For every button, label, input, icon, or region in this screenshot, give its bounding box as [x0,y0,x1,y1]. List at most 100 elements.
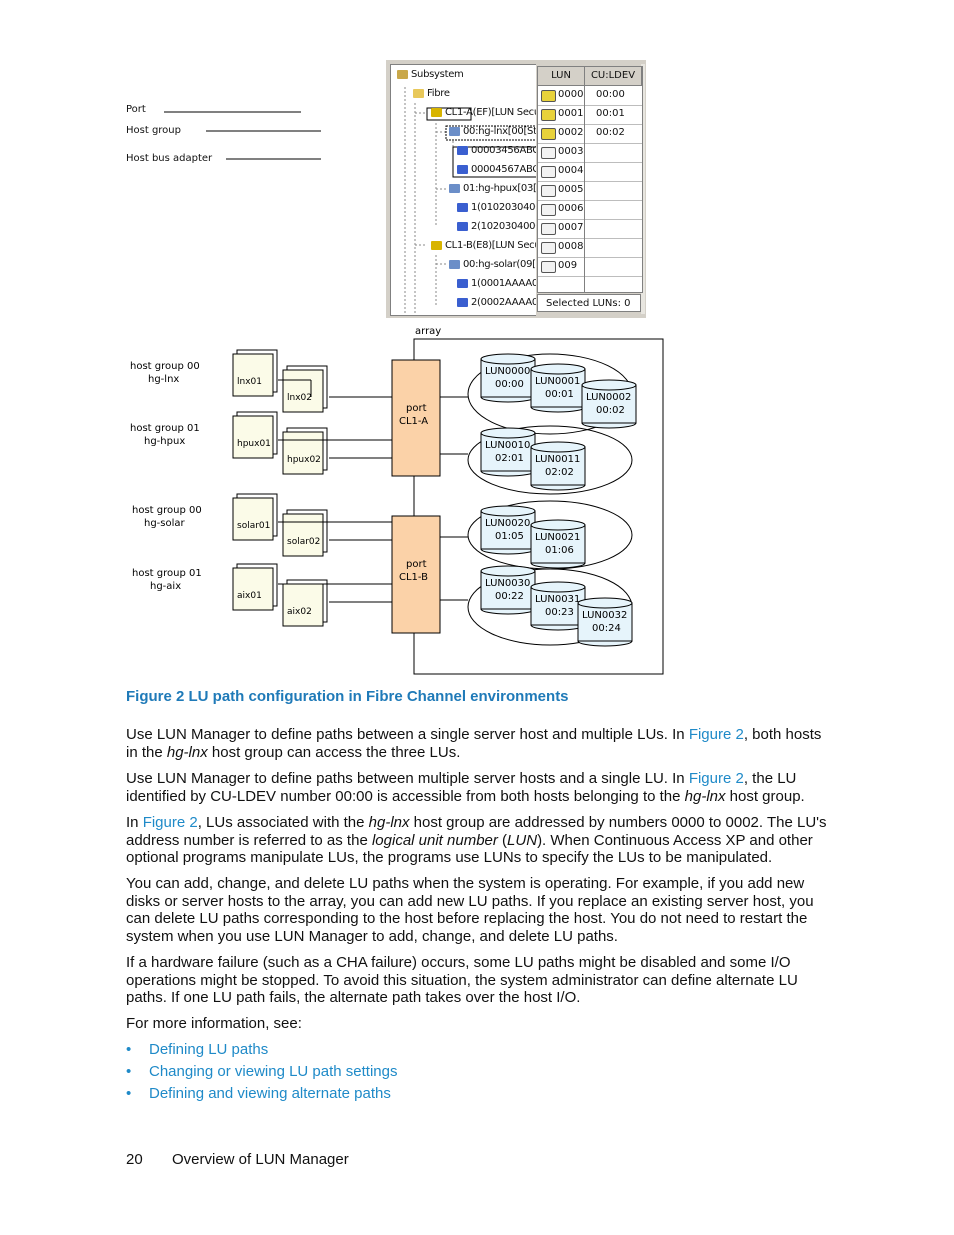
server-host: solar02 [282,509,328,557]
lun-name: LUN0032 [582,610,627,621]
lun-row[interactable]: 0005 [538,181,642,201]
tree-node[interactable]: 00004567ABCD2345) [457,164,575,175]
lun-number: 0007 [558,222,584,233]
tree-node[interactable]: Subsystem [397,69,464,80]
tree-node[interactable]: 00003456ABCD1234) [457,145,575,156]
lun-ldev: 00:02 [596,405,625,416]
paragraph-4: You can add, change, and delete LU paths… [126,875,814,945]
port-name: CL1-A [399,416,428,427]
host-group-name: hg-hpux [144,436,185,447]
tree-node-label: Fibre [427,88,450,99]
lun-row[interactable]: 0008 [538,238,642,258]
tree-node[interactable]: 2(0002AAAA00000000) [457,297,584,308]
server-host: lnx02 [282,365,328,413]
lun-ldev: 00:00 [495,379,524,390]
lun-number: 0005 [558,184,584,195]
tree-node-label: Subsystem [411,69,464,80]
host-group-icon [449,259,460,269]
tree-node[interactable]: CL1-A(EF)[LUN Security:Enable] Targ [431,107,616,118]
lun-ldev: 01:05 [495,531,524,542]
tree-node-label: 00004567ABCD2345) [471,164,575,175]
tree-node[interactable]: 01:hg-hpux[03[HP]] [449,183,557,194]
lun-number: 0001 [558,108,584,119]
lun-icon [541,204,556,216]
hba-icon [457,278,468,288]
lun-name: LUN0021 [535,532,580,543]
bullet-link[interactable]: •Defining and viewing alternate paths [126,1085,391,1102]
figure-caption: Figure 2 LU path configuration in Fibre … [126,688,569,705]
tree-node[interactable]: 00:hg-solar(09[Solaris]] [449,259,575,270]
host-group-name: hg-aix [150,581,181,592]
bullet-link[interactable]: •Defining LU paths [126,1041,269,1058]
lun-row[interactable]: 0007 [538,219,642,239]
lun-disk: LUN0002 00:02 [581,379,637,429]
lun-row[interactable]: 0004 [538,162,642,182]
lun-row[interactable]: 009 [538,257,642,277]
host-name: hpux01 [237,439,271,449]
culdev-value: 00:02 [596,127,625,138]
lun-number: 0004 [558,165,584,176]
lun-name: LUN0001 [535,376,580,387]
lun-assigned-icon [541,109,556,121]
hba-icon [457,145,468,155]
tree-node-label: 01:hg-hpux[03[HP]] [463,183,557,194]
callout-hba: Host bus adapter [126,153,213,164]
lun-disk: LUN0021 01:06 [530,519,586,569]
host-name: solar01 [237,521,270,531]
lun-name: LUN0000 [485,366,530,377]
port-icon [431,240,442,250]
host-name: lnx02 [287,393,312,403]
lun-name: LUN0002 [586,392,631,403]
tree-node[interactable]: 00:hg-lnx[00[Standard]] [449,126,578,137]
lun-name: LUN0010 [485,440,530,451]
lun-ldev: 02:01 [495,453,524,464]
tree-node-label: CL1-A(EF)[LUN Security:Enable] Targ [445,107,617,118]
lun-icon [541,166,556,178]
lun-ldev: 01:06 [545,545,574,556]
lun-name: LUN0020 [485,518,530,529]
subsystem-icon [397,69,408,79]
tree-node-label: 1(0102030400000000) [471,202,582,213]
lun-row[interactable]: 0003 [538,143,642,163]
lun-disk: LUN0000 00:00 [480,353,536,403]
lun-row[interactable]: 0006 [538,200,642,220]
figure-link[interactable]: Figure 2 [688,726,744,743]
host-group-name: hg-solar [144,518,186,529]
tree-node[interactable]: 1(0001AAAA00000000) [457,278,584,289]
tree-node[interactable]: 1(0102030400000000) [457,202,582,213]
host-group-icon [449,183,460,193]
culdev-header[interactable]: CU:LDEV [585,67,642,86]
footer-title: Overview of LUN Manager [172,1151,349,1168]
lun-header[interactable]: LUN [538,67,585,86]
tree-node[interactable]: CL1-B(E8)[LUN Security:Enable] Targ [431,240,617,251]
lun-assigned-icon [541,128,556,140]
tree-node-label: 00:hg-solar(09[Solaris]] [463,259,575,270]
lun-ldev: 00:22 [495,591,524,602]
bullet-link[interactable]: •Changing or viewing LU path settings [126,1063,398,1080]
lun-number: 0008 [558,241,584,252]
port-label: port [406,559,427,570]
lu-path-diagram: array host group 00 hg-lnx host group 01… [130,326,664,675]
lun-icon [541,242,556,254]
lun-number: 0006 [558,203,584,214]
lun-number: 009 [558,260,578,271]
lun-manager-screenshot: Port Host group Host bus adapter [126,60,646,318]
lun-name: LUN0031 [535,594,580,605]
figure-link[interactable]: Figure 2 [688,770,744,787]
tree-node[interactable]: 2(1020304000000000) [457,221,582,232]
figure-link[interactable]: Figure 2 [142,814,198,831]
lun-icon [541,185,556,197]
lun-icon [541,261,556,273]
paragraph-5: If a hardware failure (such as a CHA fai… [126,954,798,1006]
culdev-value: 00:00 [596,89,625,100]
lun-assigned-icon [541,90,556,102]
host-name: lnx01 [237,377,262,387]
tree-node-label: 2(0002AAAA00000000) [471,297,585,308]
folder-icon [413,88,424,98]
tree-node-label: 00:hg-lnx[00[Standard]] [463,126,578,137]
tree-node[interactable]: Fibre [413,88,450,99]
